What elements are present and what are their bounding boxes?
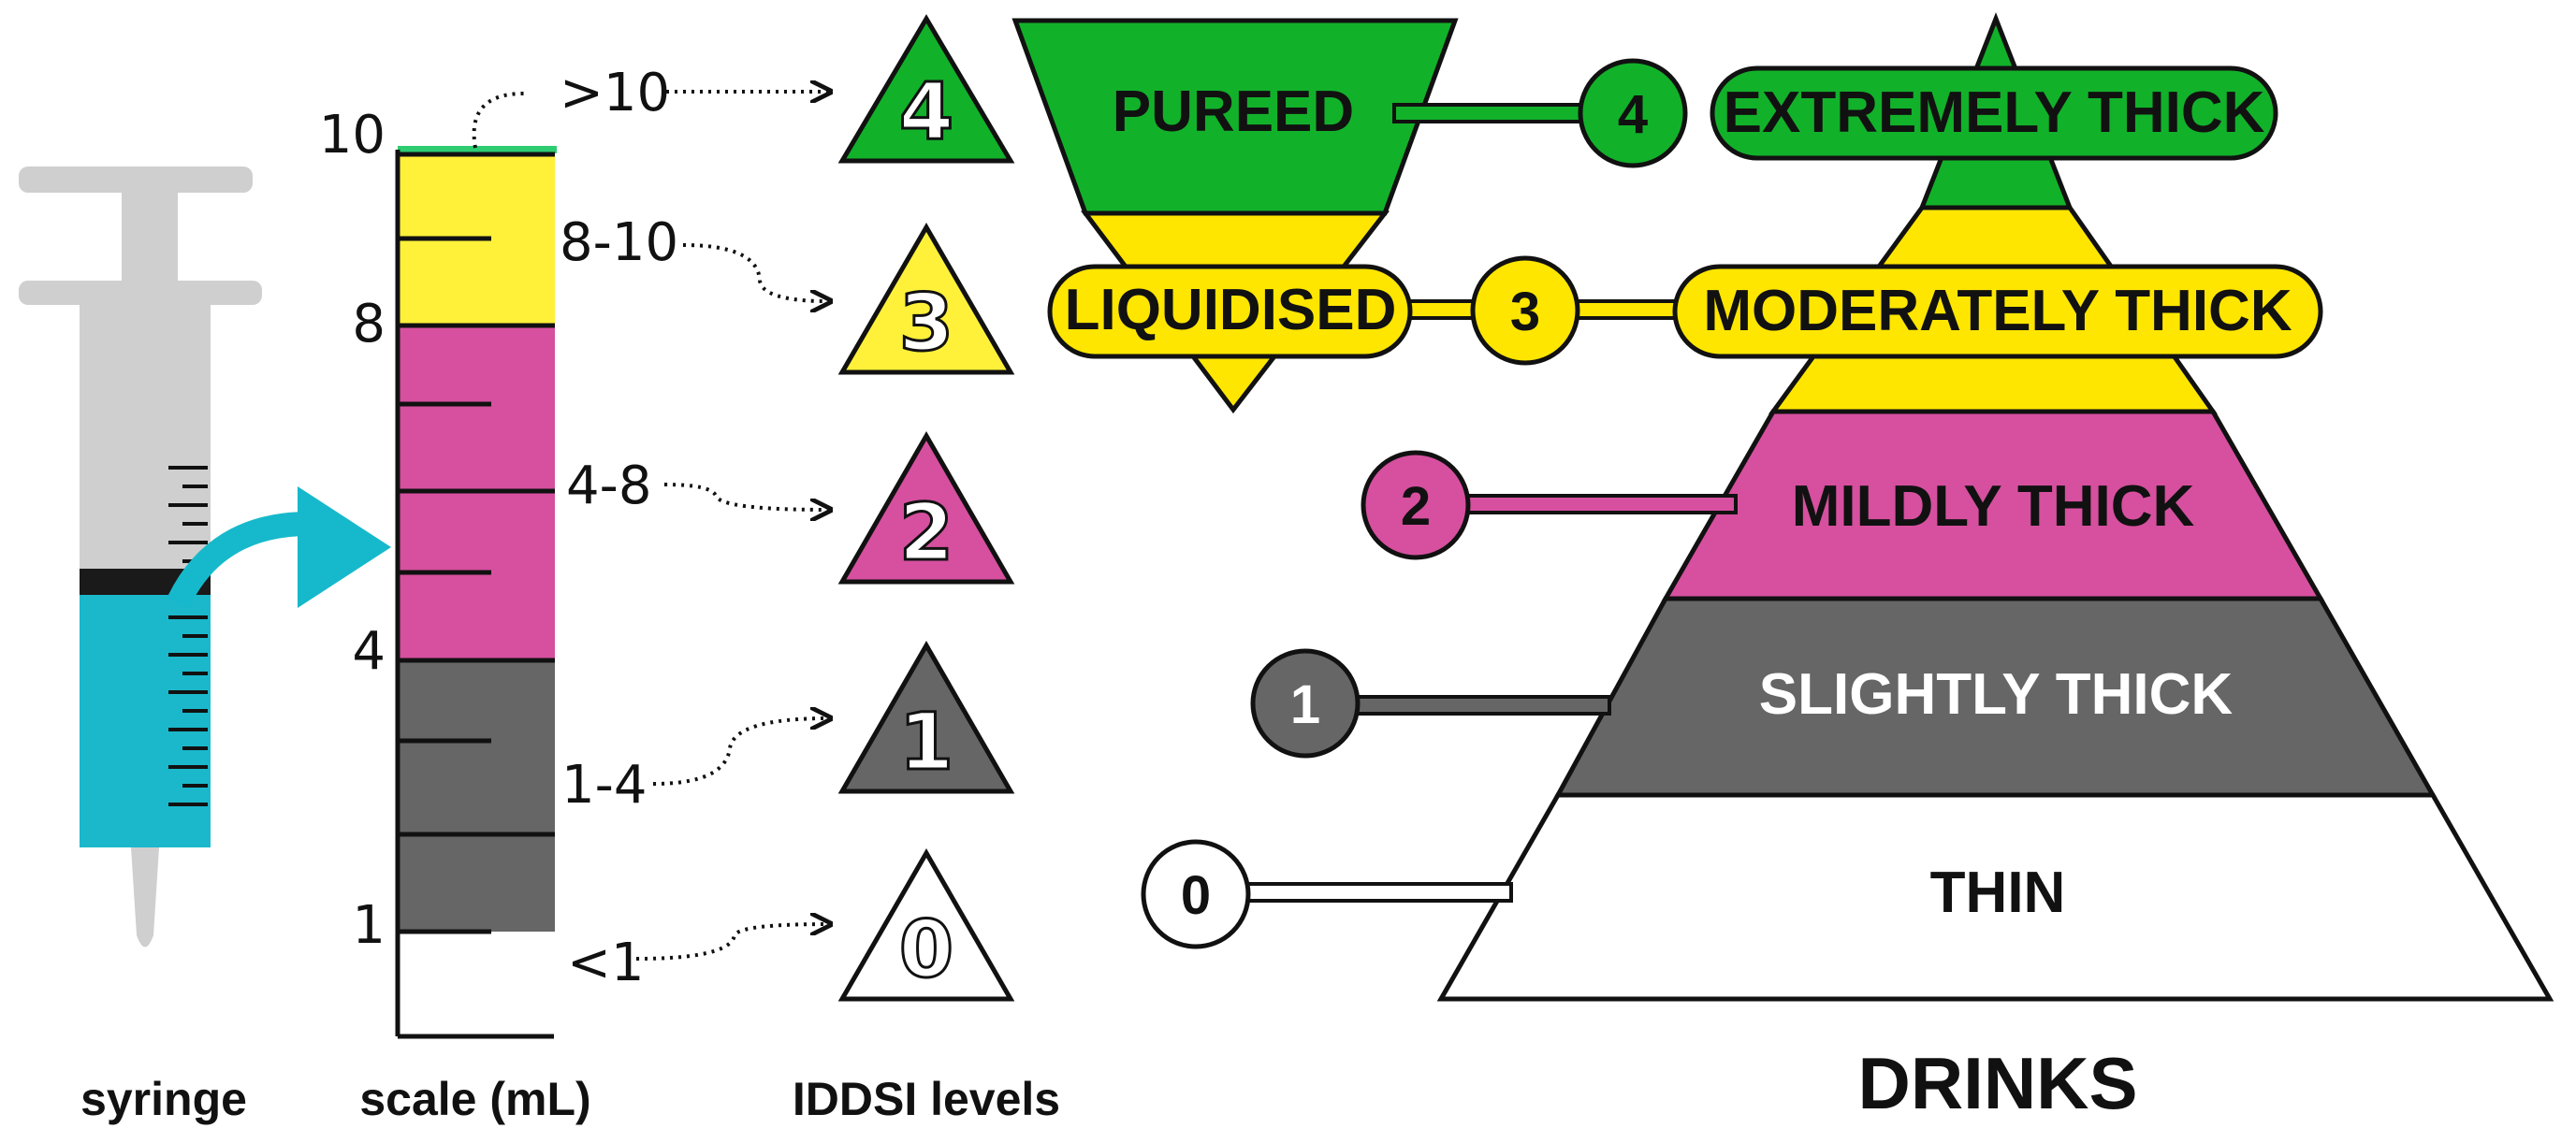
scale-ticks — [398, 152, 555, 934]
iddsi-triangle-4 — [837, 14, 1015, 164]
iddsi-triangle-0 — [837, 847, 1015, 1002]
range-labels: >10 8-10 4-8 1-4 <1 — [472, 63, 828, 993]
iddsi-number: 2 — [899, 486, 953, 578]
measurement-scale: 10 8 4 1 — [319, 105, 557, 1039]
scale-segment-gray — [398, 660, 555, 932]
syringe-plunger-head — [19, 166, 253, 193]
food-name: PUREED — [1113, 80, 1354, 144]
badge-2 — [1361, 450, 1471, 560]
range-label: 1-4 — [561, 755, 647, 816]
pyramid-tier-0 — [1436, 792, 2554, 1002]
scale-tick-label: 1 — [352, 895, 386, 956]
level-pill-4 — [1710, 65, 2278, 161]
range-connector — [682, 243, 828, 301]
arrow-head-icon — [298, 486, 391, 608]
badge-number: 4 — [1618, 84, 1648, 145]
level-name: THIN — [1930, 861, 2066, 925]
syringe-illustration — [19, 166, 391, 948]
level-name: EXTREMELY THICK — [1724, 80, 2265, 145]
food-name: LIQUIDISED — [1065, 278, 1397, 342]
badge-1 — [1250, 648, 1361, 759]
drinks-caption: DRINKS — [1857, 1042, 2137, 1124]
iddsi-number: 1 — [899, 696, 953, 788]
scale-tick-label: 4 — [352, 621, 386, 682]
connector-bar-4 — [1392, 103, 1611, 123]
footer-labels: syringe scale (mL) IDDSI levels DRINKS — [80, 1042, 2137, 1125]
iddsi-triangle-3 — [837, 223, 1015, 375]
iddsi-number: 4 — [899, 65, 953, 157]
iddsi-levels: 4 3 2 1 0 — [837, 14, 1015, 1002]
level-name: SLIGHTLY THICK — [1759, 662, 2234, 727]
scale-caption: scale (mL) — [359, 1073, 590, 1125]
syringe-liquid — [80, 595, 211, 847]
range-connector — [652, 718, 828, 786]
syringe-caption: syringe — [80, 1073, 247, 1125]
syringe-graduations — [168, 466, 208, 806]
connector-bar-0 — [1229, 882, 1513, 903]
range-label: 8-10 — [560, 212, 678, 273]
syringe-plunger-rod — [122, 187, 178, 290]
iddsi-caption: IDDSI levels — [793, 1073, 1060, 1125]
range-label: >10 — [560, 63, 670, 123]
badge-number: 2 — [1401, 476, 1431, 537]
iddsi-number: 3 — [899, 277, 953, 369]
syringe-barrel — [80, 297, 211, 578]
badge-4 — [1578, 58, 1688, 168]
badge-number: 0 — [1181, 865, 1211, 926]
connector-bar-1 — [1336, 695, 1611, 716]
scale-tick-label: 8 — [352, 294, 386, 354]
syringe-tip — [131, 847, 159, 948]
badge-number: 1 — [1290, 674, 1320, 735]
range-connector — [472, 92, 525, 149]
badge-number: 3 — [1510, 282, 1540, 342]
curved-arrow — [167, 512, 310, 609]
range-label: <1 — [567, 933, 645, 993]
badge-0 — [1141, 839, 1251, 949]
drinks-pyramid: 4 3 2 1 0 EXTREMELY THICK MODERATELY THI… — [1011, 12, 2554, 1002]
level-name: MODERATELY THICK — [1703, 279, 2292, 343]
scale-tick-label: 10 — [319, 105, 386, 166]
range-label: 4-8 — [566, 456, 651, 516]
level-pill-3 — [1672, 264, 2323, 359]
connector-bar-2 — [1453, 494, 1738, 514]
food-pill-liquidised — [1047, 264, 1413, 359]
level-name: MILDLY THICK — [1792, 474, 2195, 539]
iddsi-triangle-1 — [837, 640, 1015, 794]
range-connector — [635, 924, 828, 961]
iddsi-number: 0 — [899, 904, 953, 995]
iddsi-triangle-2 — [837, 430, 1015, 585]
range-connector — [663, 483, 828, 510]
badge-3 — [1470, 255, 1580, 366]
